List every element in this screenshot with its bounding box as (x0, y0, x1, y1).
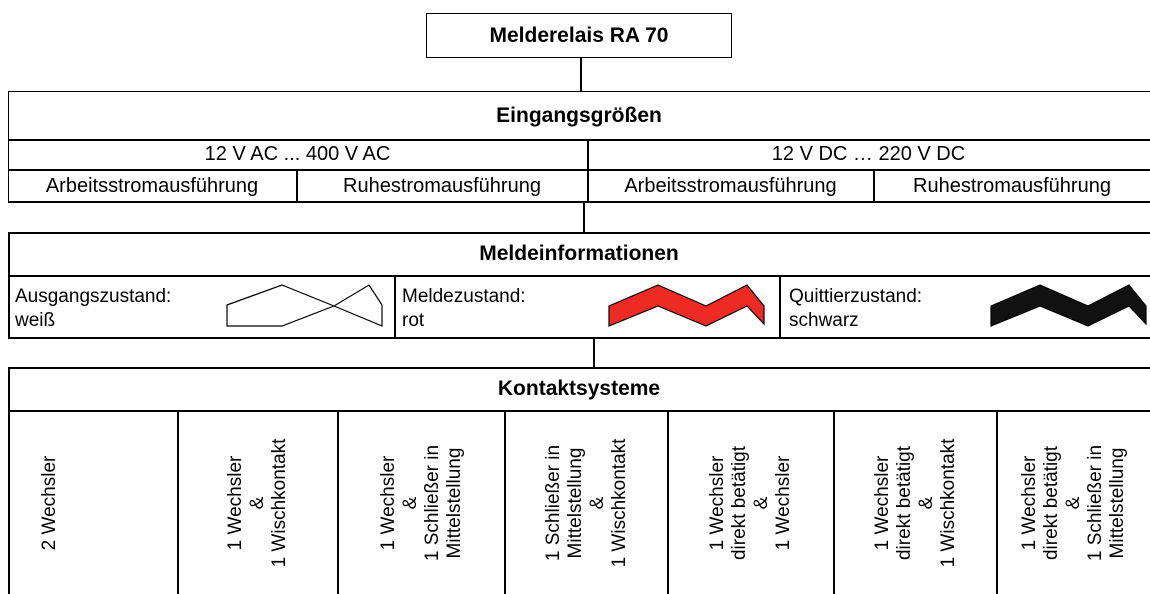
state-red-name: Meldezustand: (402, 286, 526, 307)
title: Melderelais RA 70 (489, 23, 669, 47)
contact-cell: 2 Wechsler (9, 411, 177, 594)
divider (8, 232, 10, 338)
ac-mode-rest-cell: Ruhestromausführung (297, 170, 587, 202)
state-black-color: schwarz (789, 310, 859, 331)
divider (833, 411, 835, 594)
input-block (8, 91, 1150, 202)
contact-text: 1 Wechsler & 1 Schließer in Mittelstellu… (377, 444, 465, 561)
contact-text: 1 Wechsler direkt betätigt & 1 Schließer… (1019, 444, 1128, 561)
state-white-name: Ausgangszustand: (15, 286, 172, 307)
divider (177, 411, 179, 594)
contact-text: 1 Schließer in Mittelstellung & 1 Wischk… (542, 438, 630, 567)
contact-cell: 1 Wechsler direkt betätigt & 1 Schließer… (998, 411, 1150, 594)
divider (667, 411, 669, 594)
dc-range-cell: 12 V DC … 220 V DC (587, 140, 1150, 169)
connector-title-input (580, 58, 582, 92)
dc-range: 12 V DC … 220 V DC (771, 143, 966, 165)
divider (8, 169, 1150, 171)
contact-cell: 1 Wechsler direkt betätigt & 1 Wischkont… (835, 411, 996, 594)
contact-cell: 1 Wechsler & 1 Schließer in Mittelstellu… (339, 411, 504, 594)
state-red-color: rot (402, 310, 425, 331)
contacts-heading-cell: Kontaktsysteme (8, 368, 1150, 410)
contact-text: 1 Wechsler direkt betätigt & 1 Wechsler (707, 445, 794, 560)
connector-input-info (583, 202, 585, 233)
dc-mode-work: Arbeitsstromausführung (624, 174, 837, 197)
divider (8, 410, 1150, 412)
contact-cell: 1 Schließer in Mittelstellung & 1 Wischk… (506, 411, 667, 594)
divider (8, 201, 1150, 203)
contact-cell: 1 Wechsler & 1 Wischkontakt (179, 411, 337, 594)
chevron-white-icon (226, 284, 383, 327)
divider (394, 276, 396, 338)
divider (8, 337, 1150, 339)
contacts-heading: Kontaktsysteme (497, 377, 661, 400)
divider (779, 276, 781, 338)
divider (8, 367, 1150, 369)
contact-cell: 1 Wechsler direkt betätigt & 1 Wechsler (669, 411, 833, 594)
ac-mode-work-cell: Arbeitsstromausführung (8, 170, 296, 202)
title-box: Melderelais RA 70 (426, 13, 732, 58)
divider (8, 367, 10, 594)
divider (587, 139, 589, 202)
divider (8, 139, 1150, 141)
dc-mode-rest-cell: Ruhestromausführung (874, 170, 1150, 202)
contact-text: 2 Wechsler (39, 455, 60, 550)
divider (8, 275, 1150, 277)
divider (8, 232, 1150, 234)
divider (996, 411, 998, 594)
divider (337, 411, 339, 594)
info-heading-cell: Meldeinformationen (8, 233, 1150, 275)
state-white-color: weiß (15, 310, 56, 331)
divider (504, 411, 506, 594)
input-heading-cell: Eingangsgrößen (8, 92, 1150, 139)
state-black-name: Quittierzustand: (789, 286, 923, 307)
ac-range: 12 V AC ... 400 V AC (204, 143, 391, 165)
info-heading: Meldeinformationen (479, 242, 679, 265)
state-black-label: Quittierzustand: schwarz (789, 285, 922, 333)
state-white-label: Ausgangszustand: weiß (15, 285, 171, 333)
ac-mode-work: Arbeitsstromausführung (45, 174, 259, 197)
input-heading: Eingangsgrößen (496, 103, 662, 127)
dc-mode-work-cell: Arbeitsstromausführung (588, 170, 873, 202)
dc-mode-rest: Ruhestromausführung (913, 174, 1111, 197)
ac-mode-rest: Ruhestromausführung (343, 174, 541, 197)
contact-text: 1 Wechsler & 1 Wischkontakt (225, 438, 290, 567)
divider (296, 169, 298, 202)
ac-range-cell: 12 V AC ... 400 V AC (8, 140, 587, 169)
state-red-label: Meldezustand: rot (402, 285, 526, 333)
divider (873, 169, 875, 202)
chevron-red-icon (608, 284, 765, 327)
contact-text: 1 Wechsler direkt betätigt & 1 Wischkont… (871, 438, 959, 567)
connector-info-contacts (593, 338, 595, 368)
chevron-black-icon (990, 284, 1147, 327)
